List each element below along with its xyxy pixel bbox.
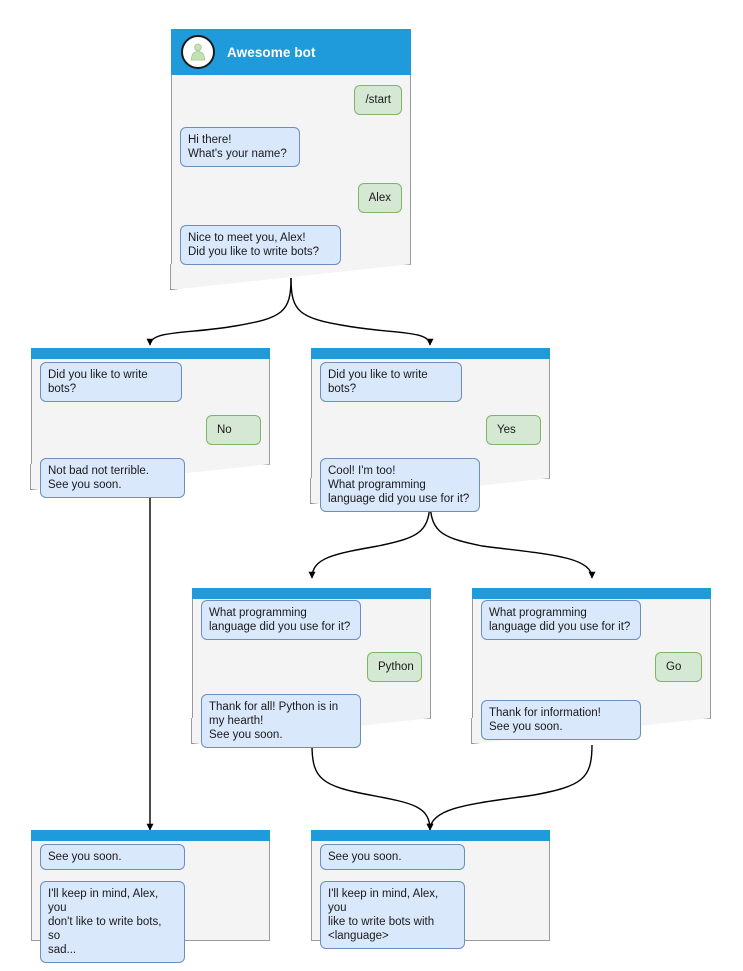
bot-message-bubble[interactable]: Did you like to write bots? [40, 362, 182, 402]
message-row: Python [192, 652, 431, 682]
node-end-sad[interactable]: See you soon. I'll keep in mind, Alex, y… [31, 830, 270, 963]
message-row: Did you like to write bots? [311, 362, 550, 402]
message-row: Alex [171, 183, 411, 213]
bot-title: Awesome bot [227, 44, 316, 60]
bot-message-bubble[interactable]: Nice to meet you, Alex! Did you like to … [180, 225, 341, 265]
message-row: Thank for all! Python is in my hearth! S… [192, 694, 431, 748]
message-row: /start [171, 85, 411, 115]
bot-message-bubble[interactable]: Thank for information! See you soon. [481, 700, 641, 740]
connector-root-to-yes [290, 277, 434, 346]
node-python-branch[interactable]: What programming language did you use fo… [191, 588, 432, 748]
node-no-branch[interactable]: Did you like to write bots? No Not bad n… [30, 348, 271, 498]
message-row: What programming language did you use fo… [192, 600, 431, 640]
node-no-branch-header [31, 348, 270, 359]
user-message-bubble[interactable]: /start [354, 85, 402, 115]
node-end-sad-header [31, 830, 270, 841]
user-message-bubble[interactable]: No [206, 415, 261, 445]
node-go-branch-header [472, 588, 711, 599]
node-go-branch-messages: What programming language did you use fo… [472, 600, 711, 740]
bot-message-bubble[interactable]: What programming language did you use fo… [201, 600, 361, 640]
bot-message-bubble[interactable]: Did you like to write bots? [320, 362, 462, 402]
bot-message-bubble[interactable]: See you soon. [40, 844, 185, 870]
person-avatar-icon [181, 35, 215, 69]
node-python-branch-messages: What programming language did you use fo… [192, 600, 431, 748]
connector-go-to-end-happy [426, 744, 593, 831]
bot-message-bubble[interactable]: See you soon. [320, 844, 465, 870]
message-row: See you soon. [31, 844, 270, 870]
node-no-branch-messages: Did you like to write bots? No Not bad n… [31, 362, 270, 498]
bot-message-bubble[interactable]: Hi there! What's your name? [180, 127, 300, 167]
node-yes-branch[interactable]: Did you like to write bots? Yes Cool! I'… [310, 348, 551, 512]
message-row: Hi there! What's your name? [171, 127, 411, 167]
message-row: Cool! I'm too! What programming language… [311, 458, 550, 512]
message-row: What programming language did you use fo… [472, 600, 711, 640]
connector-python-to-end-happy [311, 744, 434, 831]
node-end-happy[interactable]: See you soon. I'll keep in mind, Alex, y… [311, 830, 550, 949]
node-end-happy-header [311, 830, 550, 841]
bot-message-bubble[interactable]: I'll keep in mind, Alex, you don't like … [40, 881, 185, 963]
message-row: I'll keep in mind, Alex, you don't like … [31, 881, 270, 963]
message-row: I'll keep in mind, Alex, you like to wri… [311, 881, 550, 949]
message-row: Did you like to write bots? [31, 362, 270, 402]
node-go-branch[interactable]: What programming language did you use fo… [471, 588, 712, 744]
message-row: Thank for information! See you soon. [472, 700, 711, 740]
node-yes-branch-messages: Did you like to write bots? Yes Cool! I'… [311, 362, 550, 512]
bot-message-bubble[interactable]: I'll keep in mind, Alex, you like to wri… [320, 881, 465, 949]
bot-message-bubble[interactable]: Not bad not terrible. See you soon. [40, 458, 185, 498]
node-end-sad-messages: See you soon. I'll keep in mind, Alex, y… [31, 844, 270, 963]
node-yes-branch-header [311, 348, 550, 359]
user-message-bubble[interactable]: Python [367, 652, 422, 682]
message-row: Go [472, 652, 711, 682]
message-row: See you soon. [311, 844, 550, 870]
node-end-happy-messages: See you soon. I'll keep in mind, Alex, y… [311, 844, 550, 949]
bot-message-bubble[interactable]: Thank for all! Python is in my hearth! S… [201, 694, 361, 748]
node-root-header: Awesome bot [171, 29, 411, 75]
message-row: Not bad not terrible. See you soon. [31, 458, 270, 498]
bot-message-bubble[interactable]: What programming language did you use fo… [481, 600, 641, 640]
bot-message-bubble[interactable]: Cool! I'm too! What programming language… [320, 458, 480, 512]
message-row: Nice to meet you, Alex! Did you like to … [171, 225, 411, 265]
node-python-branch-header [192, 588, 431, 599]
message-row: Yes [311, 415, 550, 445]
message-row: No [31, 415, 270, 445]
node-root-bottom-skew [170, 264, 412, 290]
user-message-bubble[interactable]: Alex [357, 183, 402, 213]
node-root[interactable]: Awesome bot /start Hi there! What's your… [170, 29, 412, 290]
user-message-bubble[interactable]: Go [655, 652, 702, 682]
node-root-messages: /start Hi there! What's your name? Alex … [171, 85, 411, 265]
user-message-bubble[interactable]: Yes [486, 415, 541, 445]
